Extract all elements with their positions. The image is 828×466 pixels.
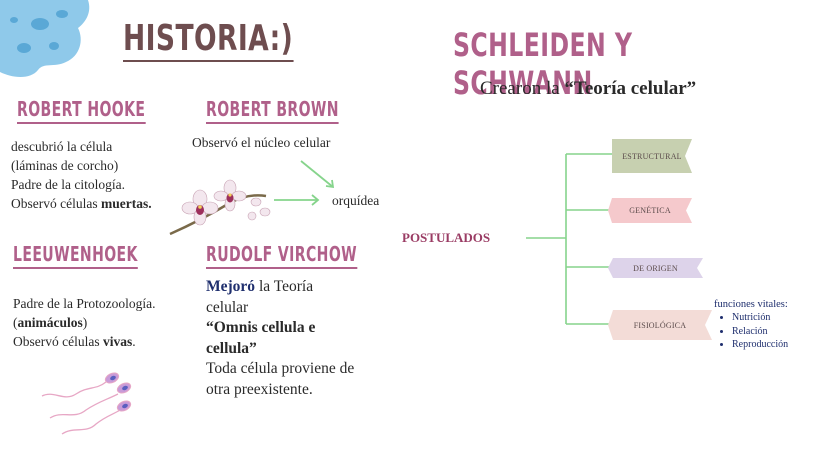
teoria-subtitle: Crearon la “Teoría celular” — [480, 78, 697, 99]
hooke-heading: ROBERT HOOKE — [17, 97, 146, 124]
postulado-tag-label: DE ORIGEN — [633, 263, 678, 273]
postulado-tag: ESTRUCTURAL — [612, 139, 692, 173]
brown-text: Observó el núcleo celular — [192, 135, 331, 150]
vitals-title: funciones vitales: — [714, 299, 788, 310]
postulado-tag-label: FISIOLÓGICA — [633, 320, 687, 330]
orchid-icon — [169, 179, 271, 236]
postulado-tag-label: GENÉTICA — [629, 206, 671, 215]
orquidea-label: orquídea — [332, 193, 380, 208]
brown-heading: ROBERT BROWN — [206, 97, 339, 124]
main-title: HISTORIA:) — [123, 18, 294, 62]
vitals-list: Nutrición Relación Reproducción — [714, 311, 788, 352]
virchow-text: Mejoró la Teoría celular “Omnis cellula … — [206, 278, 355, 398]
leeuwenhoek-text: Padre de la Protozoología. (animáculos) … — [13, 296, 156, 349]
postulado-tag-label: ESTRUCTURAL — [622, 151, 682, 161]
arrow-icon — [300, 160, 335, 189]
right-title: SCHLEIDEN Y SCHWANN — [453, 26, 633, 102]
postulado-tag: DE ORIGEN — [608, 258, 703, 278]
postulado-tag: GENÉTICA — [608, 198, 692, 223]
list-item: Nutrición — [732, 311, 788, 325]
sperm-icon — [41, 372, 132, 435]
vitals-box: funciones vitales: Nutrición Relación Re… — [714, 299, 788, 352]
list-item: Reproducción — [732, 338, 788, 352]
leeuwenhoek-heading: LEEUWENHOEK — [13, 242, 138, 269]
postulado-tag: FISIOLÓGICA — [608, 310, 712, 340]
bacteria-icon — [0, 0, 90, 77]
arrow-icon — [274, 194, 320, 206]
virchow-heading: RUDOLF VIRCHOW — [206, 242, 358, 269]
hooke-text: descubrió la célula (láminas de corcho) … — [11, 139, 152, 211]
list-item: Relación — [732, 325, 788, 339]
postulados-connectors — [526, 153, 614, 325]
postulados-label: POSTULADOS — [402, 230, 491, 245]
